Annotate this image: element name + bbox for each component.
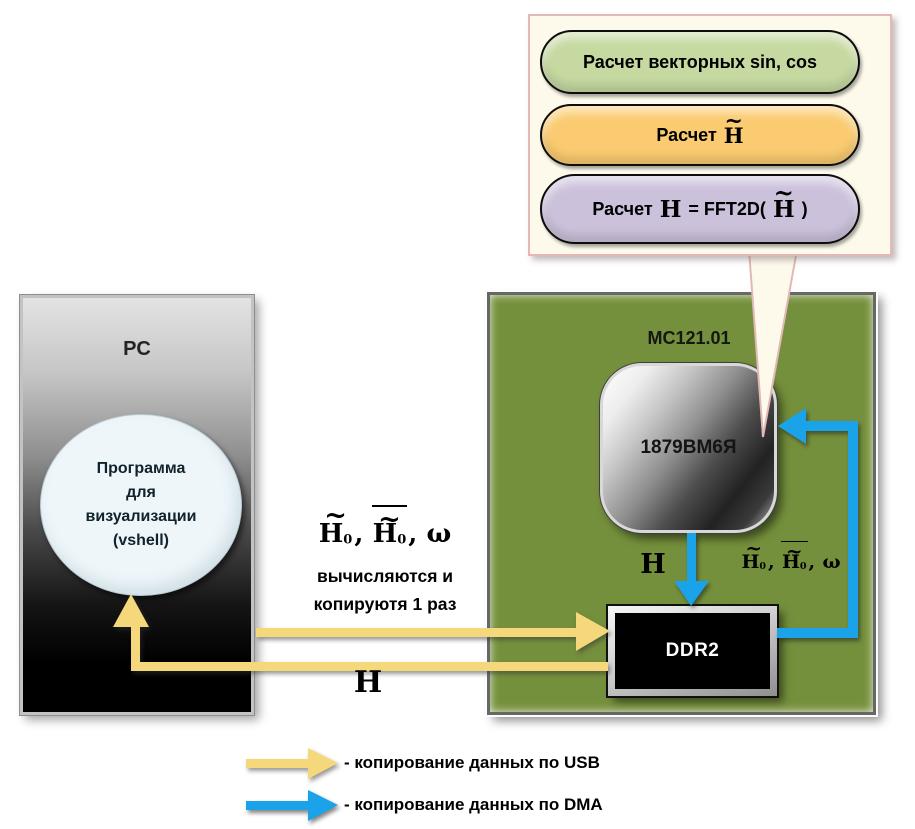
legend-usb-label: - копирование данных по USB <box>344 753 600 772</box>
step2-label: Расчет <box>656 124 717 145</box>
program-line-2: для <box>126 484 156 501</box>
vshell-program-ellipse: Программа для визуализации (vshell) <box>40 414 242 596</box>
math-h-return: H <box>353 665 383 700</box>
math-omega-dma: ω <box>822 551 841 573</box>
dma-transfer-math-label: ~H0, ~H0, ω <box>741 536 841 573</box>
step-sin-cos: Расчет векторных sin, cos <box>540 30 860 94</box>
board-title: MC121.01 <box>647 328 731 348</box>
ddr2-label: DDR2 <box>615 613 770 689</box>
h-to-ddr2-label: H <box>633 549 673 580</box>
chip-1879vm6ya: 1879ВМ6Я <box>600 363 777 533</box>
h-return-label: H <box>328 666 408 700</box>
math-h0-tilde-dma: ~H0 <box>741 536 767 573</box>
math-h-chip: H <box>640 549 666 580</box>
pc-box: PC Программа для визуализации (vshell) <box>20 295 254 715</box>
usb-note-line2: копируютя 1 раз <box>313 594 457 614</box>
program-line-1: Программа <box>96 460 186 477</box>
math-h0-tilde: ~H0 <box>318 499 353 549</box>
legend-dma-arrow-head <box>308 790 338 821</box>
step3-label: Расчет <box>592 198 653 219</box>
pc-title: PC <box>123 338 151 360</box>
program-line-3: визуализации <box>85 508 197 525</box>
math-h: H <box>659 195 682 223</box>
step3-close-paren: ) <box>801 198 808 219</box>
callout-box: Расчет векторных sin, cos Расчет ~H Расч… <box>528 14 892 256</box>
program-line-4: (vshell) <box>112 532 169 549</box>
math-h-tilde-arg: ~H <box>772 178 795 223</box>
usb-note-line1: вычисляются и <box>316 566 454 586</box>
step1-label: Расчет векторных sin, cos <box>582 51 818 72</box>
ddr2-memory: DDR2 <box>608 606 777 696</box>
legend-usb-arrow-head <box>308 748 338 779</box>
chip-label: 1879ВМ6Я <box>640 437 737 458</box>
math-omega: ω <box>426 519 452 549</box>
math-h0-tilde-bar-dma: ~H0 <box>780 538 808 573</box>
math-h-tilde: ~H <box>723 107 744 148</box>
math-h0-tilde-bar: ~H0 <box>371 502 407 549</box>
legend-dma-arrow-line <box>246 801 308 810</box>
step3-equation: = FFT2D( <box>688 198 766 219</box>
legend-dma-label: - копирование данных по DMA <box>344 795 603 814</box>
usb-transfer-math-label: ~H0, ~H0, ω <box>318 499 452 549</box>
legend-usb-arrow-line <box>246 759 308 768</box>
step-fft2d: Расчет H = FFT2D( ~H ) <box>540 174 860 244</box>
step-h-tilde: Расчет ~H <box>540 104 860 166</box>
